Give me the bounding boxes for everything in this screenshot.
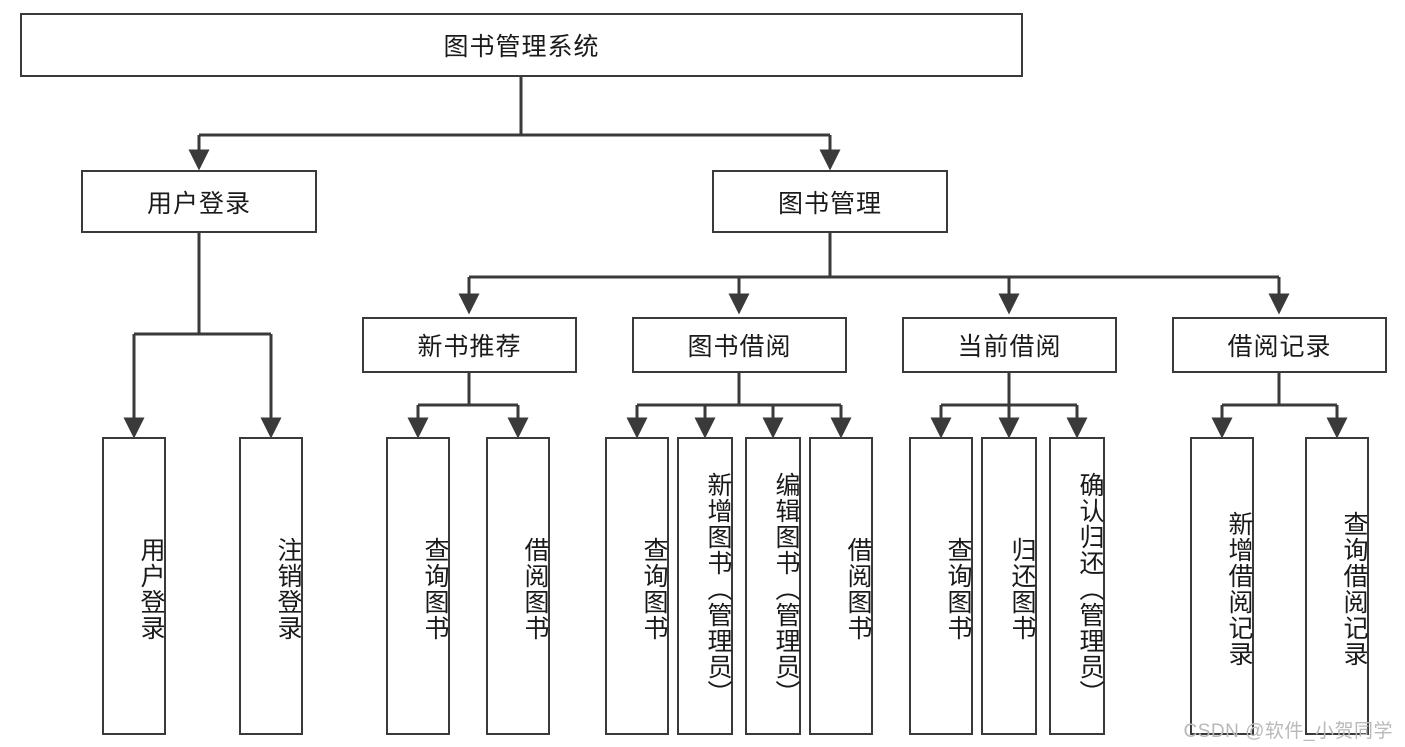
leaf-book-borrow-edit-book-admin[interactable]: 编辑图书（管理员） xyxy=(745,437,801,735)
node-new-book-recommend[interactable]: 新书推荐 xyxy=(362,317,577,373)
node-label: 新增图书（管理员） xyxy=(704,472,732,706)
node-label: 归还图书 xyxy=(1008,537,1036,641)
node-label: 确认归还（管理员） xyxy=(1076,472,1104,706)
node-book-borrow[interactable]: 图书借阅 xyxy=(632,317,847,373)
leaf-new-book-query-books[interactable]: 查询图书 xyxy=(386,437,450,735)
leaf-current-borrow-query-books[interactable]: 查询图书 xyxy=(909,437,973,735)
node-label: 图书管理系统 xyxy=(443,33,600,61)
leaf-current-borrow-confirm-return-admin[interactable]: 确认归还（管理员） xyxy=(1049,437,1105,735)
node-label: 编辑图书（管理员） xyxy=(772,472,800,706)
node-label: 新增借阅记录 xyxy=(1225,511,1253,667)
node-label: 用户登录 xyxy=(137,537,165,641)
node-label: 借阅记录 xyxy=(1227,333,1332,361)
leaf-book-borrow-borrow-books[interactable]: 借阅图书 xyxy=(809,437,873,735)
node-book-management[interactable]: 图书管理 xyxy=(712,170,948,233)
node-label: 查询图书 xyxy=(421,537,449,641)
node-root-book-management-system[interactable]: 图书管理系统 xyxy=(20,13,1023,77)
watermark-csdn: CSDN @软件_小贺同学 xyxy=(1183,721,1393,742)
node-label: 用户登录 xyxy=(146,189,251,218)
node-label: 图书管理 xyxy=(777,189,882,218)
leaf-book-borrow-add-book-admin[interactable]: 新增图书（管理员） xyxy=(677,437,733,735)
node-label: 新书推荐 xyxy=(417,333,522,361)
leaf-borrow-record-add-record[interactable]: 新增借阅记录 xyxy=(1190,437,1254,735)
node-label: 图书借阅 xyxy=(687,333,792,361)
node-label: 查询图书 xyxy=(944,537,972,641)
node-user-login[interactable]: 用户登录 xyxy=(81,170,317,233)
node-label: 当前借阅 xyxy=(957,333,1062,361)
leaf-user-login-logout[interactable]: 注销登录 xyxy=(239,437,303,735)
leaf-book-borrow-query-books[interactable]: 查询图书 xyxy=(605,437,669,735)
node-label: 注销登录 xyxy=(274,537,302,641)
node-label: 查询图书 xyxy=(640,537,668,641)
leaf-current-borrow-return-books[interactable]: 归还图书 xyxy=(981,437,1037,735)
node-label: 借阅图书 xyxy=(844,537,872,641)
node-borrow-record[interactable]: 借阅记录 xyxy=(1172,317,1387,373)
node-label: 借阅图书 xyxy=(521,537,549,641)
leaf-new-book-borrow-books[interactable]: 借阅图书 xyxy=(486,437,550,735)
leaf-borrow-record-query-record[interactable]: 查询借阅记录 xyxy=(1305,437,1369,735)
leaf-user-login-login[interactable]: 用户登录 xyxy=(102,437,166,735)
node-label: 查询借阅记录 xyxy=(1340,511,1368,667)
node-current-borrow[interactable]: 当前借阅 xyxy=(902,317,1117,373)
